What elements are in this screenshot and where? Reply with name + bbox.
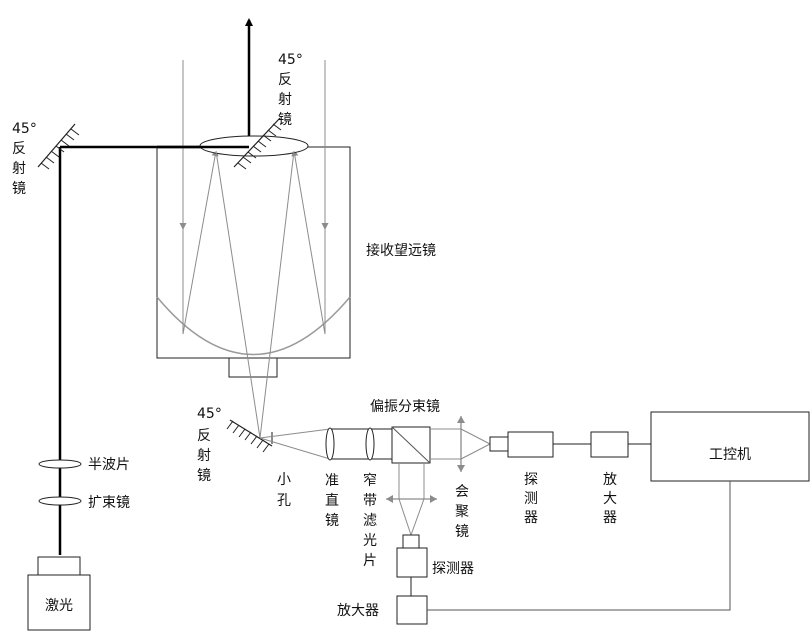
left-mirror-char1: 反 [12, 141, 26, 157]
beam-expander [38, 496, 82, 506]
left-mirror [37, 123, 80, 170]
lower-mirror-char3: 镜 [197, 468, 211, 484]
top-mirror-char3: 镜 [278, 112, 292, 128]
lower-mirror-angle: 45° [197, 406, 222, 422]
industrial-computer [650, 411, 810, 482]
filter-char1: 窄 [363, 472, 377, 489]
focus-lens-char1: 会 [455, 484, 469, 500]
collimator-char1: 准 [325, 473, 339, 489]
amplifier2-label: 放大器 [337, 603, 379, 619]
reflected-ray-left [182, 149, 219, 335]
amplifier1-char3: 器 [603, 510, 617, 526]
filter-char5: 片 [363, 553, 377, 569]
computer-label: 工控机 [709, 447, 751, 463]
detector1-window [489, 436, 509, 452]
left-mirror-char3: 镜 [12, 181, 26, 197]
signal-cable [427, 481, 731, 611]
beam-expander-label: 扩束镜 [88, 495, 130, 511]
laser-source [27, 556, 91, 631]
filter-char3: 滤 [363, 513, 377, 529]
focusing-lens [457, 416, 465, 472]
amplifier1-char1: 放 [603, 472, 617, 488]
lower-mirror-char2: 射 [197, 448, 211, 464]
top-mirror-char1: 反 [278, 72, 292, 88]
focus-lens-char3: 镜 [455, 524, 469, 540]
half-wave-plate-label: 半波片 [88, 457, 130, 473]
top-mirror [233, 117, 282, 170]
amplifier1-char2: 大 [603, 491, 617, 507]
detector2 [396, 547, 428, 578]
amplifier2 [396, 595, 428, 625]
lower-focusing-lens [386, 495, 437, 503]
polarizing-beam-splitter [391, 426, 431, 464]
reflected-ray-right [291, 149, 326, 335]
top-mirror-char2: 射 [278, 92, 292, 108]
lower-mirror-char1: 反 [197, 428, 211, 444]
narrowband-filter [365, 427, 375, 461]
detector1 [507, 431, 554, 458]
detector2-window [402, 534, 420, 549]
pinhole-char1: 小 [277, 472, 291, 488]
filter-char2: 带 [363, 493, 377, 509]
pbs-label: 偏振分束镜 [370, 399, 440, 415]
collimator-lens [325, 427, 335, 461]
amplifier1 [590, 431, 629, 458]
detector1-char2: 测 [524, 491, 538, 507]
telescope-label: 接收望远镜 [366, 242, 436, 259]
filter-char4: 光 [363, 533, 377, 549]
collimator-char3: 镜 [325, 513, 339, 529]
left-mirror-char2: 射 [12, 161, 26, 177]
primary-mirror [156, 296, 351, 356]
detector2-label: 探测器 [432, 561, 474, 577]
telescope-eyepiece [228, 357, 278, 378]
laser-transmit-path [58, 18, 253, 555]
half-wave-plate [38, 459, 82, 469]
laser-label: 激光 [45, 597, 73, 614]
pinhole-char2: 孔 [277, 493, 291, 509]
focus-lens-char2: 聚 [455, 504, 469, 520]
left-mirror-angle: 45° [12, 121, 37, 137]
lower-mirror [226, 419, 273, 453]
detector1-char3: 器 [524, 510, 538, 526]
collimator-char2: 直 [325, 492, 339, 509]
detector1-char1: 探 [524, 472, 538, 488]
top-mirror-angle: 45° [278, 52, 303, 68]
